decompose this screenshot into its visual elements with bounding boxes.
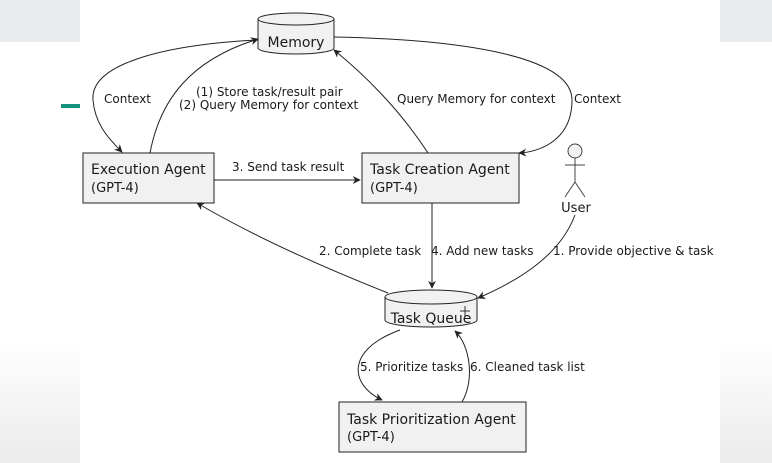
task-prioritization-agent-node: Task Prioritization Agent (GPT-4) [338,401,527,453]
label-prioritize: 5. Prioritize tasks [360,360,463,374]
execution-agent-node: Execution Agent (GPT-4) [82,152,215,204]
task-queue-label: Task Queue [390,311,472,327]
task-queue-database: Task Queue [384,289,478,328]
task-creation-agent-node: Task Creation Agent (GPT-4) [361,152,520,204]
user-actor: User [561,143,591,216]
label-context-right: Context [574,92,621,106]
label-cleaned-list: 6. Cleaned task list [470,360,585,374]
right-background-panel [720,0,772,42]
teal-accent-mark [61,104,80,108]
memory-database: Memory [257,12,335,55]
edge-complete-task [196,202,389,294]
edge-memory-to-creation [333,36,573,157]
label-add-new-tasks: 4. Add new tasks [431,244,533,258]
label-provide-objective: 1. Provide objective & task [553,244,714,258]
edge-memory-to-execution [92,39,259,153]
task-prioritization-agent-subtitle: (GPT-4) [347,430,395,445]
memory-label: Memory [268,35,325,51]
label-query-memory-left: (2) Query Memory for context [179,98,359,112]
label-store-pair: (1) Store task/result pair [196,85,343,99]
task-prioritization-agent-title: Task Prioritization Agent [346,412,516,428]
edge-cleaned-list [454,330,470,403]
edge-execution-to-memory [149,37,259,154]
move-cursor-icon [460,306,470,316]
left-background-panel [0,0,80,42]
label-complete-task: 2. Complete task [319,244,421,258]
edge-provide-objective [477,214,576,299]
edge-prioritize [357,329,401,401]
user-label: User [561,201,591,216]
label-query-memory-right: Query Memory for context [397,92,556,106]
diagram-canvas [80,0,720,463]
task-creation-agent-subtitle: (GPT-4) [370,181,418,196]
edge-creation-to-memory [333,49,429,154]
execution-agent-title: Execution Agent [91,162,206,178]
user-stick-figure-icon [564,143,586,198]
label-context-left: Context [104,92,151,106]
task-creation-agent-title: Task Creation Agent [369,162,510,178]
execution-agent-subtitle: (GPT-4) [91,181,139,196]
label-send-result: 3. Send task result [232,160,345,174]
